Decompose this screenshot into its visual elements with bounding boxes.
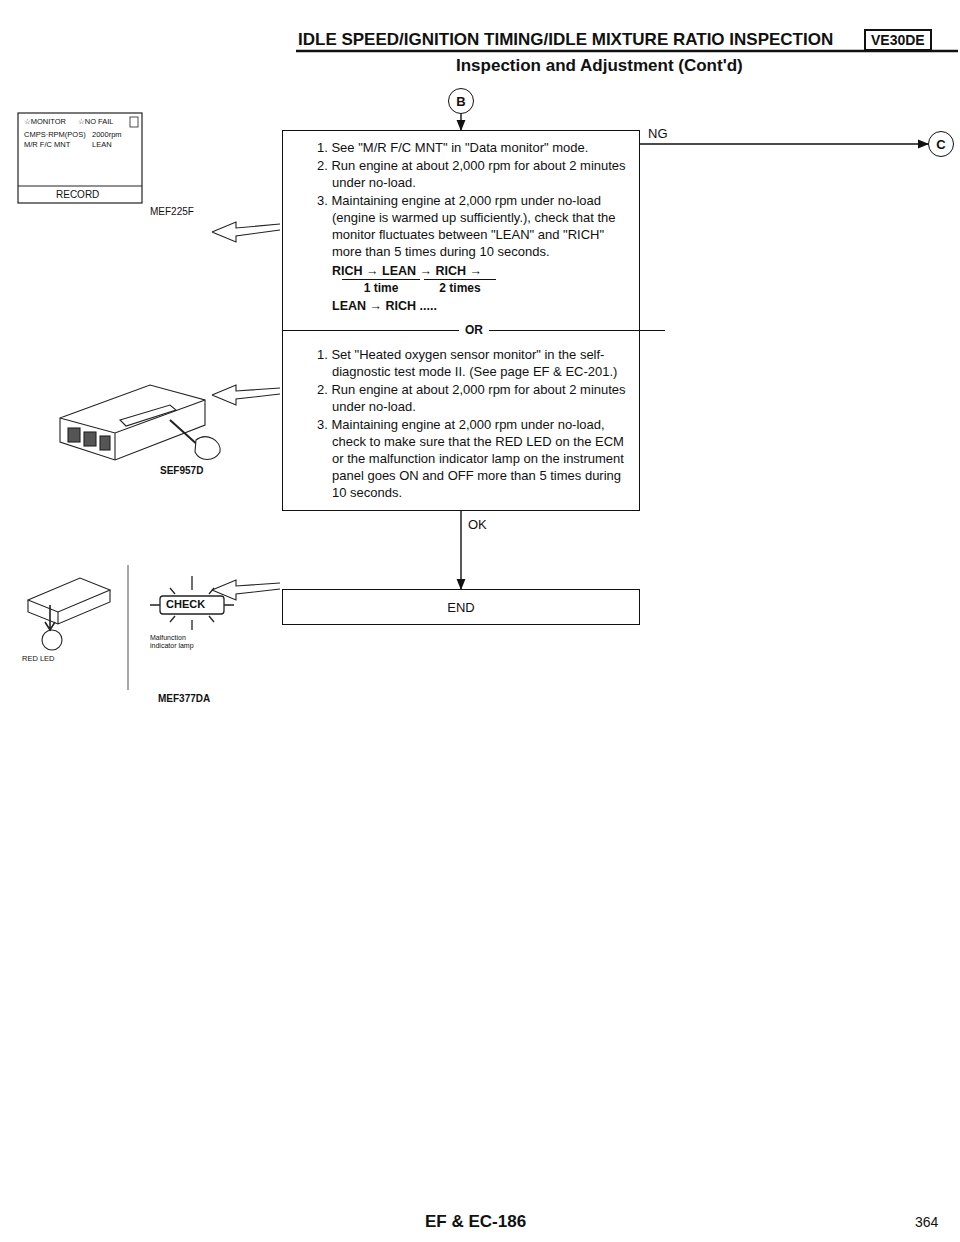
red-led-ecm [28, 565, 128, 690]
or-text: OR [459, 322, 489, 338]
connector-circle: C [928, 131, 954, 157]
part-label: Malfunction indicator lamp [150, 634, 210, 650]
malfunction-lamp [150, 576, 234, 630]
lamp-text: CHECK [166, 598, 205, 611]
screen-text: M/R F/C MNT [24, 141, 70, 150]
step-text: 2. Run engine at about 2,000 rpm for abo… [317, 381, 631, 415]
procedure-box: 1. See "M/R F/C MNT" in "Data monitor" m… [282, 130, 640, 511]
flow-connector [640, 143, 928, 144]
engine-tag: VE30DE [864, 29, 932, 51]
count-row: 1 time2 times [342, 279, 631, 295]
pointer-arrow [212, 385, 280, 405]
end-box: END [282, 589, 640, 625]
figure-code: MEF377DA [158, 693, 210, 705]
flow-connector [460, 114, 461, 130]
pointer-arrow [212, 580, 280, 600]
figure-code: MEF225F [150, 206, 194, 218]
edge-label: OK [466, 517, 489, 532]
or-divider: OR [283, 322, 665, 338]
edge-label: NG [646, 126, 670, 141]
step-text: 1. See "M/R F/C MNT" in "Data monitor" m… [317, 139, 631, 156]
figure-code: SEF957D [160, 465, 203, 477]
count-text: 2 times [424, 279, 496, 295]
step-text: 2. Run engine at about 2,000 rpm for abo… [317, 157, 631, 191]
connector-letter: C [936, 137, 945, 152]
connector-circle: B [448, 88, 474, 114]
pointer-arrow [212, 222, 280, 242]
screen-text: ☆NO FAIL [78, 118, 113, 127]
screen-text: LEAN [92, 141, 112, 150]
ecm-unit [60, 385, 220, 460]
connector-letter: B [456, 94, 465, 109]
end-text: END [447, 600, 474, 615]
screen-text: 2000rpm [92, 131, 122, 140]
sequence-text: RICH → LEAN → RICH → [332, 263, 631, 279]
page-title: IDLE SPEED/IGNITION TIMING/IDLE MIXTURE … [298, 30, 833, 50]
flow-connector [460, 511, 461, 589]
sequence-text: LEAN → RICH ..... [332, 298, 631, 314]
section-heading: Inspection and Adjustment (Cont'd) [456, 56, 743, 76]
screen-text: ☆MONITOR [24, 118, 66, 127]
screen-text: CMPS·RPM(POS) [24, 131, 86, 140]
part-label: RED LED [22, 655, 55, 664]
step-text: 3. Maintaining engine at 2,000 rpm under… [317, 416, 631, 501]
consult-screen [18, 113, 142, 203]
title-rule [296, 50, 958, 53]
step-text: 3. Maintaining engine at 2,000 rpm under… [317, 192, 631, 260]
count-text: 1 time [342, 279, 420, 295]
screen-button: RECORD [56, 189, 99, 201]
page-code: EF & EC-186 [425, 1212, 526, 1232]
page-number: 364 [915, 1214, 938, 1230]
step-text: 1. Set "Heated oxygen sensor monitor" in… [317, 346, 631, 380]
